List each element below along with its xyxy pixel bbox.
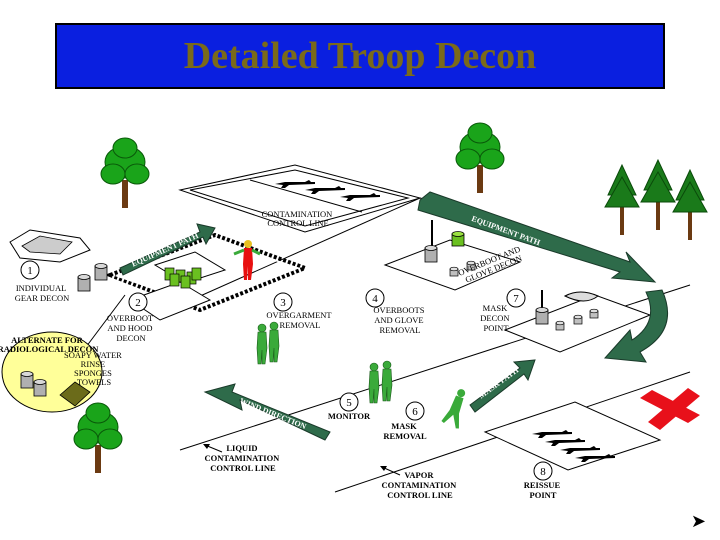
liquid-control-line-label: LIQUID CONTAMINATION CONTROL LINE xyxy=(203,443,282,473)
station-3: 3 OVERGARMENT REMOVAL xyxy=(266,292,333,330)
svg-text:OVERBOOT AND HOOD: OVERBOOT AND HOOD DECON xyxy=(107,313,155,343)
svg-text:MASK REMOVAL: MASK REMOVAL xyxy=(383,421,427,441)
control-line-box xyxy=(178,164,422,233)
tree-icon xyxy=(455,122,505,194)
svg-text:LIQUID CONTAMINATION: LIQUID CONTAMINATION CONTROL LINE xyxy=(205,443,282,473)
next-slide-icon[interactable]: ➤ xyxy=(690,511,706,532)
station-4: 4 OVERBOOTS AND GLOVE REMOVAL xyxy=(365,288,426,335)
svg-text:VAPOR CONTAMINATION: VAPOR CONTAMINATION CONTROL LINE xyxy=(382,470,459,500)
equipment-path-arrow-right xyxy=(417,191,657,283)
station-1: 1 INDIVIDUAL GEAR DECON xyxy=(15,260,70,303)
station-7: 7 MASK DECON POINT xyxy=(480,288,526,333)
pine-tree-icon xyxy=(672,169,708,241)
svg-text:1: 1 xyxy=(27,265,33,277)
soldier-icon xyxy=(381,360,393,402)
soldier-icon xyxy=(368,362,380,404)
svg-text:6: 6 xyxy=(412,406,418,418)
svg-text:4: 4 xyxy=(372,293,378,305)
station-8: 8 REISSUE POINT xyxy=(524,461,563,500)
pine-tree-icon xyxy=(640,159,676,231)
svg-text:2: 2 xyxy=(135,297,141,309)
individual-gear-box xyxy=(9,229,108,292)
vapor-control-line-label: VAPOR CONTAMINATION CONTROL LINE xyxy=(380,466,459,500)
tree-icon xyxy=(73,402,123,474)
svg-text:INDIVIDUAL GEAR DECON: INDIVIDUAL GEAR DECON xyxy=(15,283,70,303)
svg-text:OVERBOOTS AND GLOVE: OVERBOOTS AND GLOVE REMOVAL xyxy=(373,305,426,335)
svg-text:5: 5 xyxy=(346,397,352,409)
mask-path-arrow xyxy=(469,359,536,413)
soldier-icon xyxy=(268,321,280,363)
svg-text:7: 7 xyxy=(513,293,519,305)
curve-arrow xyxy=(603,289,669,363)
svg-text:OVERGARMENT REMOVAL: OVERGARMENT REMOVAL xyxy=(266,310,333,330)
svg-text:3: 3 xyxy=(280,297,286,309)
page-title: Detailed Troop Decon xyxy=(183,35,537,77)
running-soldier-icon xyxy=(441,389,466,429)
equipment-path-arrow-left xyxy=(119,223,216,276)
svg-text:8: 8 xyxy=(540,466,546,478)
tree-icon xyxy=(100,137,150,209)
soldier-icon xyxy=(233,240,261,280)
station-2: 2 OVERBOOT AND HOOD DECON xyxy=(107,292,155,343)
svg-text:REISSUE POINT: REISSUE POINT xyxy=(524,480,563,500)
svg-text:MONITOR: MONITOR xyxy=(328,411,371,421)
wind-direction-label: WIND DIRECTION xyxy=(238,396,307,431)
reissue-box xyxy=(483,401,662,471)
station-6: 6 MASK REMOVAL xyxy=(383,401,427,441)
radiological-items: SOAPY WATER RINSE SPONGES TOWELS xyxy=(64,350,124,387)
mask-path-label: MASK PATH xyxy=(477,365,521,400)
station-5: 5 MONITOR xyxy=(328,392,371,421)
radiological-title: ALTERNATE FOR RADIOLOGICAL DECON xyxy=(0,335,99,354)
red-cross-icon xyxy=(640,388,700,430)
overboot-glove-box xyxy=(383,220,522,291)
wind-direction-arrow xyxy=(203,383,331,441)
pine-tree-icon xyxy=(604,164,640,236)
green-barrels-icon xyxy=(164,267,202,289)
mask-decon-box xyxy=(503,290,652,353)
contamination-control-line-label: CONTAMINATION CONTROL LINE xyxy=(262,209,335,228)
title-banner: Detailed Troop Decon xyxy=(55,23,665,89)
radiological-callout xyxy=(1,294,126,413)
svg-text:MASK DECON POINT: MASK DECON POINT xyxy=(480,303,511,333)
soldier-icon xyxy=(256,323,268,365)
